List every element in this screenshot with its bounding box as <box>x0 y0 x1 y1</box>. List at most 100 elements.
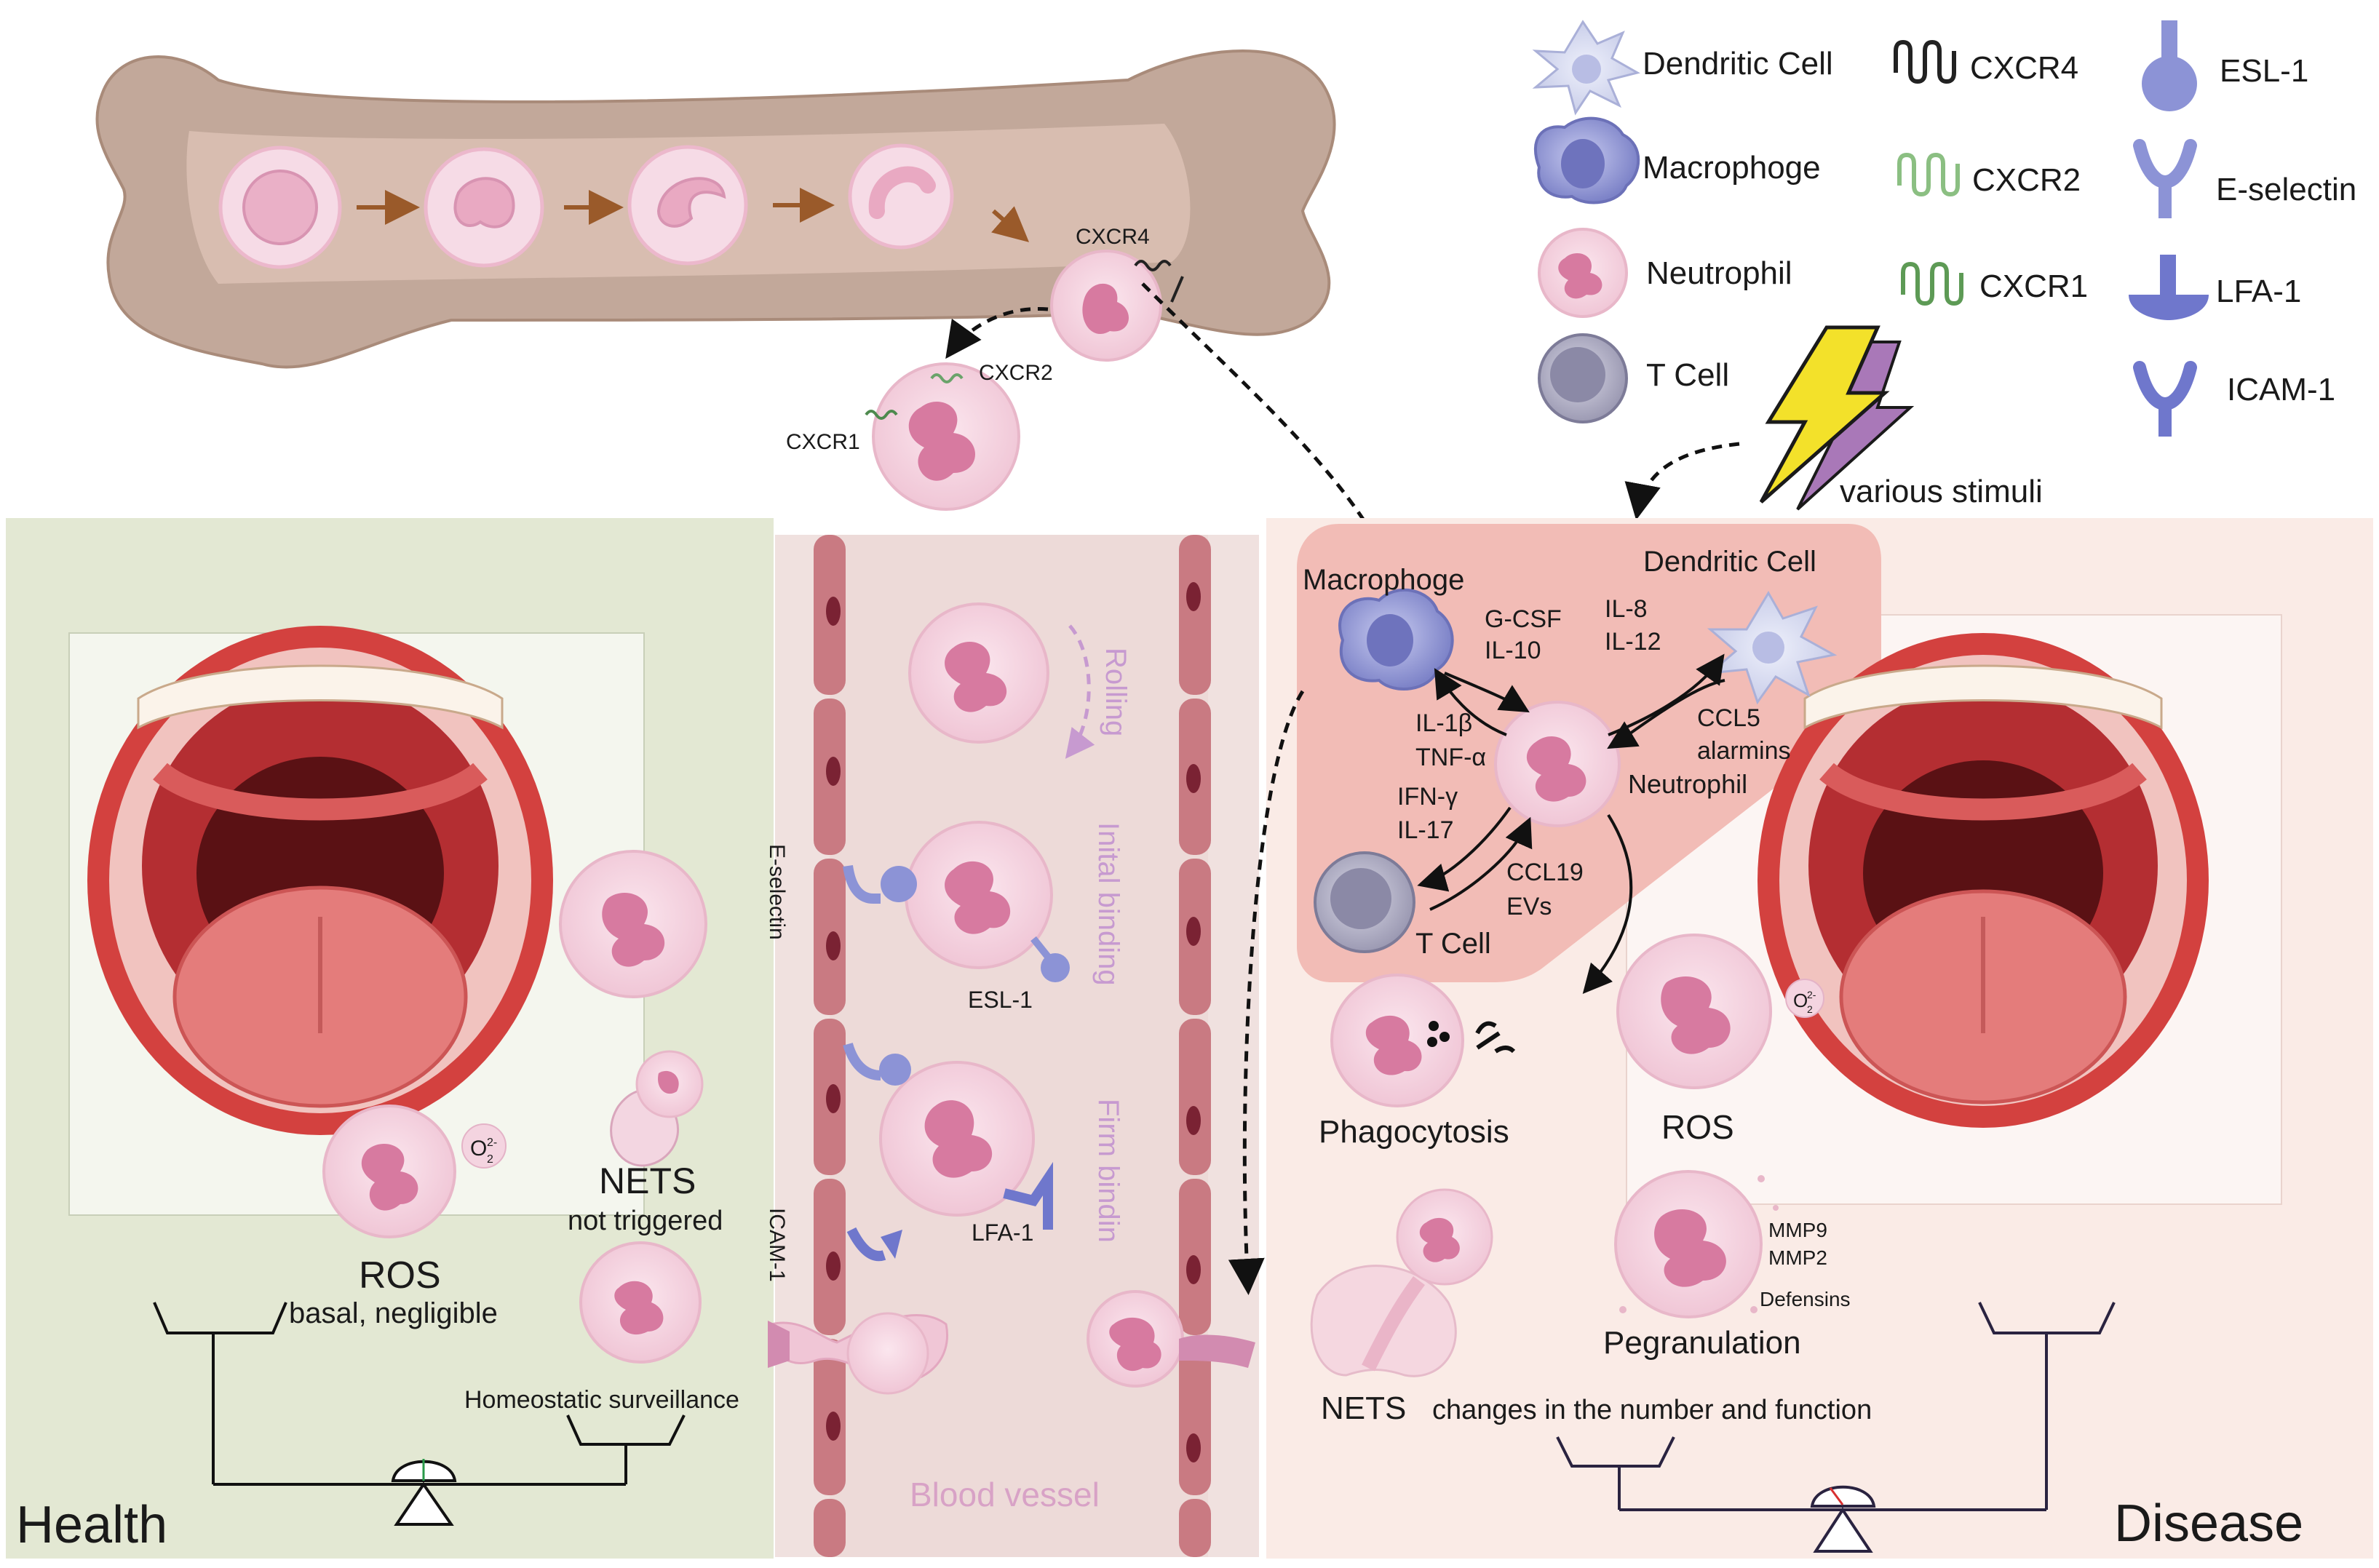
disease-ros-neutrophil <box>1616 934 1772 1089</box>
disease-macrophage <box>1338 588 1454 691</box>
metamyelocyte-cell <box>627 145 748 266</box>
svg-text:LFA-1: LFA-1 <box>2216 274 2301 309</box>
svg-text:2-: 2- <box>1807 989 1816 1000</box>
degranulation-label: Pegranulation <box>1603 1325 1801 1361</box>
rolling-neutrophil <box>908 602 1049 744</box>
firm-binding-label: Firm bindin <box>1092 1099 1124 1243</box>
health-surveillance-neutrophil <box>579 1241 702 1364</box>
svg-text:2: 2 <box>487 1153 493 1166</box>
blood-vessel: Rolling ESL-1 Inital binding E-selectin … <box>765 535 1259 1557</box>
svg-text:O: O <box>1793 990 1808 1011</box>
icam1-vessel-label: ICAM-1 <box>765 1208 789 1282</box>
dendritic-label: Dendritic Cell <box>1643 546 1816 578</box>
disease-title: Disease <box>2114 1495 2303 1553</box>
firm-binding-neutrophil <box>843 1042 1053 1262</box>
initial-binding-neutrophil <box>843 821 1070 982</box>
health-o2-bubble: O 2- 2 <box>461 1123 507 1169</box>
mmp2-label: MMP2 <box>1768 1246 1827 1269</box>
health-neutrophil-1 <box>559 850 707 998</box>
svg-text:Macrophoge: Macrophoge <box>1643 150 1821 186</box>
il17-label: IL-17 <box>1397 816 1454 844</box>
disease-central-neutrophil <box>1494 701 1621 827</box>
legend-cxcr4: CXCR4 <box>1894 39 2078 86</box>
health-ros-neutrophil <box>322 1105 456 1238</box>
disease-o2-bubble: O 2- 2 <box>1785 979 1824 1018</box>
ccl19-label: CCL19 <box>1506 859 1584 886</box>
health-ros-note: basal, negligible <box>289 1297 498 1329</box>
svg-text:T Cell: T Cell <box>1646 357 1729 393</box>
lfa1-vessel-label: LFA-1 <box>972 1219 1033 1246</box>
disease-panel: Macrophoge Dendritic Cell Neutrophil T C… <box>1228 518 2373 1559</box>
disease-t-cell <box>1314 851 1415 953</box>
tnfa-label: TNF-α <box>1415 744 1486 771</box>
maturation-arrow-4 <box>991 206 1030 242</box>
legend-e-selectin: E-selectin <box>2133 139 2356 218</box>
evs-label: EVs <box>1506 893 1552 920</box>
health-panel: O 2- 2 NETS not triggered ROS basal, neg… <box>6 518 774 1559</box>
health-ros-label: ROS <box>359 1254 441 1297</box>
health-nets-neutrophil <box>610 1050 704 1167</box>
il1b-label: IL-1β <box>1415 709 1472 737</box>
vessel-right-wall <box>1179 535 1211 1557</box>
transmigrating-neutrophil-left <box>768 1312 948 1395</box>
il8-label: IL-8 <box>1605 595 1648 623</box>
promyelocyte-cell <box>218 146 342 269</box>
gcsf-label: G-CSF <box>1485 605 1562 633</box>
vessel-left-wall <box>814 535 846 1557</box>
legend-t-cell: T Cell <box>1538 333 1729 423</box>
e-selectin-vessel-label: E-selectin <box>765 844 789 940</box>
legend: Dendritic Cell Macrophoge Neutrophil T C… <box>1532 20 2356 437</box>
svg-text:CXCR4: CXCR4 <box>1970 50 2078 86</box>
rolling-label: Rolling <box>1100 648 1132 736</box>
health-nets-note: not triggered <box>568 1206 723 1236</box>
svg-text:ESL-1: ESL-1 <box>2220 53 2308 89</box>
disease-ros-label: ROS <box>1661 1108 1734 1146</box>
ccl5-label: CCL5 <box>1697 704 1760 732</box>
cxcr4-label: CXCR4 <box>1076 225 1150 249</box>
inflamed-mouth <box>1758 633 2209 1128</box>
interaction-arrows <box>1417 653 1725 995</box>
disease-nets-neutrophil <box>1310 1188 1493 1377</box>
cxcr2-label: CXCR2 <box>979 361 1053 385</box>
cxcr4-pointer <box>1170 276 1184 303</box>
legend-cxcr2: CXCR2 <box>1897 152 2081 198</box>
legend-dendritic-cell: Dendritic Cell <box>1532 20 1833 116</box>
egress-arrow <box>945 306 1049 359</box>
ifng-label: IFN-γ <box>1397 783 1458 811</box>
svg-text:CXCR1: CXCR1 <box>1979 268 2088 304</box>
esl1-vessel-label: ESL-1 <box>968 987 1033 1013</box>
svg-text:CXCR2: CXCR2 <box>1972 162 2081 198</box>
stimuli-label: various stimuli <box>1840 474 2043 509</box>
recruitment-arrow <box>1228 690 1305 1295</box>
phagocytosis-neutrophil <box>1330 974 1516 1107</box>
bone-to-tissue-path <box>1141 282 1389 562</box>
legend-macrophage: Macrophoge <box>1534 116 1821 204</box>
disease-balance-scale <box>1556 1302 2116 1553</box>
health-nets-label: NETS <box>599 1161 696 1201</box>
legend-cxcr1: CXCR1 <box>1901 261 2088 306</box>
health-title: Health <box>16 1496 167 1554</box>
tcell-label: T Cell <box>1415 928 1491 960</box>
svg-text:2: 2 <box>1807 1003 1813 1015</box>
changes-label: changes in the number and function <box>1432 1395 1872 1425</box>
svg-text:ICAM-1: ICAM-1 <box>2227 372 2335 407</box>
stimuli-lightning-icon <box>1759 325 1915 511</box>
disease-dendritic-cell <box>1707 591 1838 705</box>
stimuli-arrow <box>1624 442 1740 520</box>
svg-text:Neutrophil: Neutrophil <box>1646 255 1792 291</box>
svg-text:O: O <box>470 1137 487 1161</box>
macrophage-label: Macrophoge <box>1303 564 1464 596</box>
alarmins-label: alarmins <box>1697 737 1790 765</box>
healthy-mouth <box>87 626 553 1135</box>
transmigrating-neutrophil-right <box>1087 1290 1255 1388</box>
defensins-label: Defensins <box>1760 1288 1851 1310</box>
neutrophil-label: Neutrophil <box>1628 769 1747 799</box>
phagocytosis-label: Phagocytosis <box>1319 1114 1509 1150</box>
circulating-neutrophil <box>865 362 1020 511</box>
initial-binding-label: Inital binding <box>1092 822 1124 986</box>
blood-vessel-label: Blood vessel <box>910 1476 1100 1513</box>
health-balance-scale <box>153 1302 686 1526</box>
cxcr1-label: CXCR1 <box>786 430 860 454</box>
